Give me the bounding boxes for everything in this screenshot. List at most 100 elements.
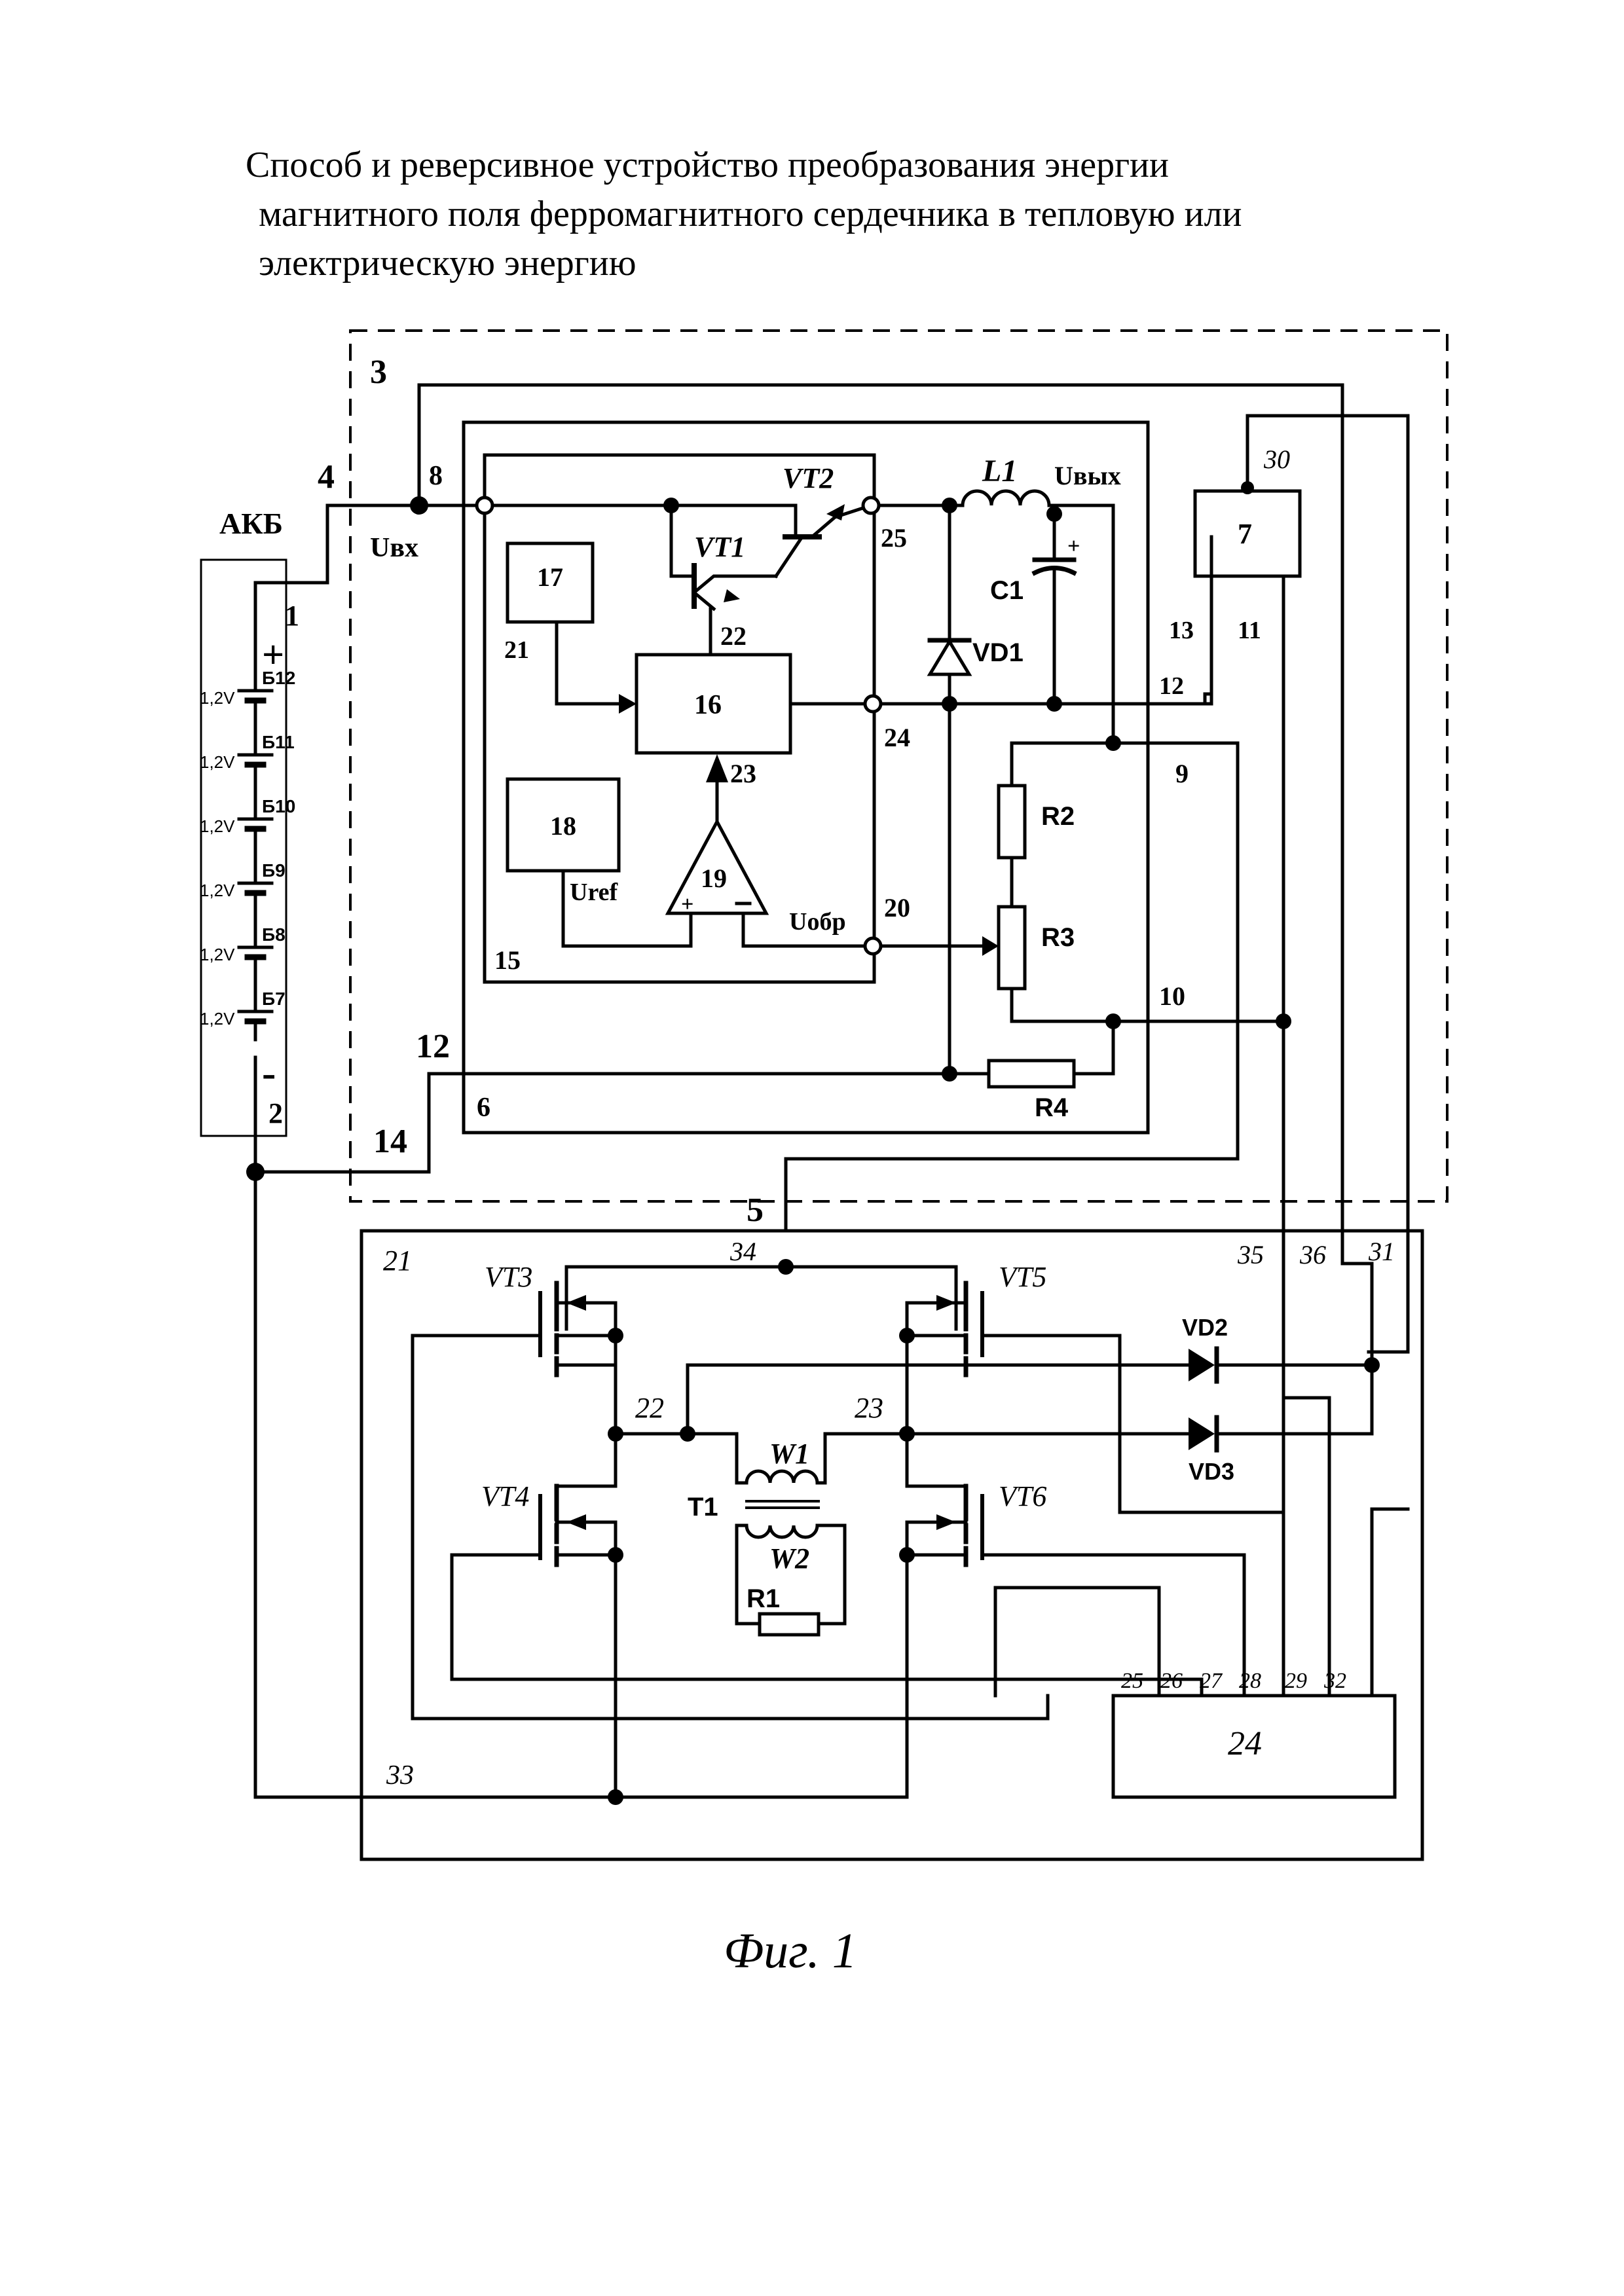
- c1-plus: +: [1067, 534, 1080, 558]
- figure-caption: Фиг. 1: [724, 1923, 857, 1978]
- vd3-diode: [1189, 1417, 1215, 1450]
- vd1-label: VD1: [972, 638, 1024, 667]
- label-25: 25: [881, 523, 907, 553]
- line-9-wire: [784, 741, 1240, 1233]
- battery-minus-sign: -: [262, 1049, 276, 1096]
- terminal-25: [861, 496, 881, 515]
- vt2-label: VT2: [783, 462, 834, 494]
- r2-resistor: [997, 784, 1027, 860]
- block-16-label: 16: [694, 690, 722, 720]
- block-18-label: 18: [550, 811, 576, 841]
- label-23: 23: [730, 759, 756, 788]
- label-14: 14: [373, 1123, 407, 1160]
- r3-bottom: [1010, 987, 1115, 1023]
- wire-ufb: [741, 915, 867, 948]
- label-5: 5: [747, 1192, 764, 1229]
- vt1-arrow: [724, 589, 740, 602]
- vt3-gate-wire: [411, 1334, 1050, 1721]
- label-9: 9: [1175, 759, 1189, 788]
- module-15-box: [483, 453, 876, 984]
- label-22: 22: [720, 621, 747, 651]
- node-10-right: [1276, 1013, 1291, 1029]
- arrow-17-to-16: [619, 694, 637, 714]
- vt2-arrow: [826, 504, 845, 520]
- ground-return: [253, 1170, 909, 1799]
- vt4-gate-wire: [450, 1553, 1204, 1698]
- wire-uref: [561, 869, 693, 948]
- label-12-left: 12: [416, 1028, 450, 1065]
- battery-cell-voltage: 1,2V: [200, 1009, 235, 1029]
- node-31: [1364, 1357, 1380, 1373]
- wire-17-to-16: [555, 620, 624, 706]
- label-15: 15: [494, 945, 521, 975]
- block-24: [1111, 1694, 1397, 1799]
- label-30: 30: [1263, 445, 1290, 474]
- r4-right-lead: [1072, 1019, 1115, 1076]
- vt2-base-link: [773, 534, 805, 579]
- battery-cell-name: Б11: [262, 732, 295, 752]
- vt3-label: VT3: [485, 1261, 532, 1293]
- label-12-right: 12: [1159, 672, 1184, 700]
- terminal-20: [863, 936, 883, 956]
- label-10: 10: [1159, 981, 1185, 1011]
- block-24-pin-25: 25: [1121, 1669, 1143, 1693]
- terminal-8: [475, 496, 494, 515]
- block-24-pin-27: 27: [1200, 1669, 1223, 1693]
- block-17: [506, 541, 595, 624]
- vt1-emitter: [692, 574, 778, 595]
- opamp-19: [665, 818, 769, 915]
- vt5-label: VT5: [999, 1261, 1046, 1293]
- label-lower-22: 22: [635, 1392, 664, 1424]
- block-24-pin-32: 32: [1323, 1669, 1346, 1693]
- r2-label: R2: [1041, 802, 1075, 831]
- label-uin: Uвх: [370, 533, 418, 563]
- pin-29-wire: [1282, 1396, 1331, 1698]
- vt6-leads: [905, 1432, 968, 1557]
- arrow-19-to-16: [706, 754, 728, 782]
- line-14-wire: [253, 1072, 431, 1174]
- battery-label: АКБ: [219, 507, 283, 540]
- vt5-gate-wire: [980, 1334, 1285, 1698]
- battery-cell-name: Б12: [262, 668, 295, 688]
- terminal-24: [863, 694, 883, 714]
- w1-label: W1: [769, 1438, 809, 1470]
- r1-label: R1: [747, 1584, 780, 1613]
- label-35: 35: [1237, 1240, 1264, 1269]
- label-34: 34: [729, 1237, 756, 1266]
- vt6-gate-wire: [980, 1553, 1246, 1698]
- label-uref: Uref: [570, 879, 618, 906]
- block-17-label: 17: [537, 562, 563, 592]
- output-bus: [1059, 503, 1115, 745]
- label-31: 31: [1368, 1237, 1395, 1266]
- line-3-wire: [417, 383, 1374, 1266]
- module-6-box: [462, 420, 1150, 1135]
- vt4-leads: [555, 1432, 618, 1557]
- vd2-diode: [1189, 1349, 1215, 1381]
- line-30-wire: [1246, 414, 1410, 1354]
- block-7-label: 7: [1238, 518, 1252, 550]
- label-8: 8: [429, 461, 443, 491]
- label-20: 20: [884, 893, 910, 922]
- opamp-plus: +: [681, 892, 693, 917]
- t1-label: T1: [688, 1493, 718, 1522]
- vt1-lead: [692, 590, 716, 611]
- w2-winding: [745, 1523, 819, 1539]
- label-13: 13: [1169, 617, 1194, 644]
- vd3-out: [1215, 1262, 1374, 1436]
- battery-cell-name: Б8: [262, 924, 286, 945]
- vt6-arrow: [936, 1514, 956, 1530]
- battery-cell-voltage: 1,2V: [200, 752, 235, 772]
- battery-plus-wire: [253, 503, 421, 657]
- opamp-19-label: 19: [701, 864, 727, 893]
- r4-label: R4: [1035, 1093, 1069, 1122]
- block-16: [635, 653, 792, 755]
- label-36: 36: [1299, 1240, 1326, 1269]
- block-24-pin-29: 29: [1285, 1669, 1307, 1693]
- label-ufb: Uобр: [789, 908, 846, 936]
- block-24-pin-28: 28: [1239, 1669, 1261, 1693]
- vt4-label: VT4: [481, 1480, 529, 1512]
- vt1-collector-wire: [669, 503, 696, 578]
